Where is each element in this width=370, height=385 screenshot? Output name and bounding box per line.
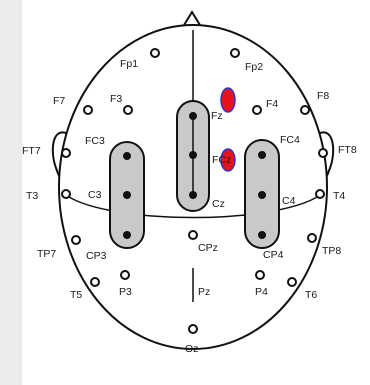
- electrode-f4: [252, 105, 262, 115]
- label-fz: Fz: [211, 110, 223, 122]
- electrode-cpz: [188, 230, 198, 240]
- electrode-tp7: [71, 235, 81, 245]
- label-cpz: CPz: [198, 242, 218, 254]
- label-cz: Cz: [212, 198, 225, 210]
- label-fcz: FCz: [212, 154, 231, 166]
- electrode-cz: [189, 191, 197, 199]
- electrode-fc4: [258, 151, 266, 159]
- label-f3: F3: [110, 93, 122, 105]
- electrode-fp2: [230, 48, 240, 58]
- label-f7: F7: [53, 95, 65, 107]
- electrode-f7: [83, 105, 93, 115]
- electrode-t5: [90, 277, 100, 287]
- label-t4: T4: [333, 190, 345, 202]
- label-t6: T6: [305, 289, 317, 301]
- label-fc4: FC4: [280, 134, 300, 146]
- label-f8: F8: [317, 90, 329, 102]
- electrode-t6: [287, 277, 297, 287]
- electrode-f8: [300, 105, 310, 115]
- label-c4: C4: [282, 195, 296, 207]
- highlight-marker-fcz: [220, 148, 236, 172]
- electrode-oz: [188, 324, 198, 334]
- electrode-fcz: [189, 151, 197, 159]
- label-fc3: FC3: [85, 135, 105, 147]
- label-fp1: Fp1: [120, 58, 138, 70]
- label-pz: Pz: [198, 286, 210, 298]
- label-ft7: FT7: [22, 145, 41, 157]
- electrode-fz: [189, 112, 197, 120]
- label-ft8: FT8: [338, 144, 357, 156]
- electrode-c3: [123, 191, 131, 199]
- electrode-cp4: [258, 231, 266, 239]
- electrode-c4: [258, 191, 266, 199]
- label-oz: Oz: [185, 343, 198, 355]
- electrode-t4: [315, 189, 325, 199]
- highlight-marker-fz: [220, 87, 236, 113]
- label-c3: C3: [88, 189, 102, 201]
- coronal-arc: [61, 191, 325, 219]
- label-t5: T5: [70, 289, 82, 301]
- electrode-fp1: [150, 48, 160, 58]
- label-fp2: Fp2: [245, 61, 263, 73]
- electrode-ft7: [61, 148, 71, 158]
- label-tp8: TP8: [322, 245, 341, 257]
- label-tp7: TP7: [37, 248, 56, 260]
- label-p3: P3: [119, 286, 132, 298]
- label-cp4: CP4: [263, 249, 284, 261]
- label-p4: P4: [255, 286, 268, 298]
- electrode-t3: [61, 189, 71, 199]
- label-t3: T3: [26, 190, 38, 202]
- label-cp3: CP3: [86, 250, 107, 262]
- electrode-fc3: [123, 152, 131, 160]
- cluster-electrodes: [123, 112, 266, 239]
- electrode-ft8: [318, 148, 328, 158]
- electrode-f3: [123, 105, 133, 115]
- electrode-p3: [120, 270, 130, 280]
- electrode-cp3: [123, 231, 131, 239]
- left-margin-strip: [0, 0, 22, 385]
- electrode-markers: [61, 48, 328, 334]
- electrode-p4: [255, 270, 265, 280]
- electrode-tp8: [307, 233, 317, 243]
- label-f4: F4: [266, 98, 278, 110]
